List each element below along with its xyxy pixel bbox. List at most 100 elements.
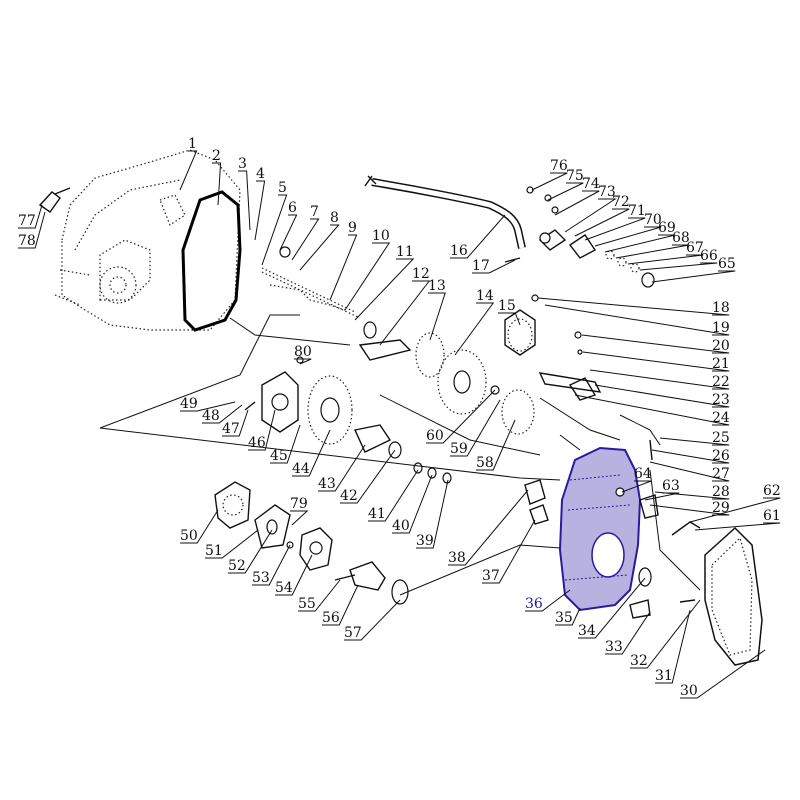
leader-line-15 — [498, 312, 521, 326]
leader-line-21 — [582, 351, 730, 372]
callout-79: 79 — [290, 496, 308, 512]
callout-24: 24 — [712, 410, 730, 426]
upper-right-small-parts — [526, 186, 655, 288]
leader-line-8 — [299, 224, 340, 271]
leader-line-40 — [392, 474, 433, 534]
callout-36: 36 — [525, 596, 543, 612]
callout-62: 62 — [763, 483, 781, 499]
leader-line-51 — [205, 529, 259, 559]
callout-9: 9 — [348, 220, 357, 236]
callout-34: 34 — [578, 623, 596, 639]
callout-64: 64 — [634, 466, 652, 482]
leader-line-24 — [574, 394, 730, 426]
leader-line-48 — [202, 404, 243, 424]
leader-line-16 — [450, 214, 506, 259]
disc-13 — [415, 332, 445, 378]
callout-73: 73 — [598, 184, 616, 200]
callout-80: 80 — [294, 344, 312, 360]
leader-line-79 — [290, 510, 309, 526]
callout-70: 70 — [644, 212, 662, 228]
leader-line-33 — [605, 611, 651, 655]
chain-16 — [364, 175, 526, 249]
callout-63: 63 — [662, 478, 680, 494]
gasket-outline — [181, 190, 242, 332]
callout-77: 77 — [18, 213, 36, 229]
leader-line-76 — [531, 172, 568, 191]
callout-16: 16 — [450, 243, 468, 259]
leader-line-61 — [694, 522, 781, 531]
leader-line-35 — [555, 607, 581, 626]
callout-33: 33 — [605, 639, 623, 655]
callout-32: 32 — [630, 653, 648, 669]
callout-57: 57 — [344, 625, 362, 641]
leader-line-22 — [589, 369, 730, 390]
leader-line-23 — [594, 384, 730, 408]
callout-18: 18 — [712, 300, 730, 316]
leader-line-47 — [222, 409, 249, 437]
callout-37: 37 — [482, 568, 500, 584]
leader-line-14 — [454, 302, 495, 356]
leader-line-32 — [630, 599, 701, 669]
callout-12: 12 — [412, 266, 430, 282]
callout-15: 15 — [498, 298, 516, 314]
callout-7: 7 — [310, 204, 319, 220]
callout-52: 52 — [228, 558, 246, 574]
callout-61: 61 — [763, 508, 781, 524]
callout-59: 59 — [450, 441, 468, 457]
leader-line-56 — [322, 584, 359, 626]
callout-43: 43 — [318, 476, 336, 492]
leader-line-68 — [615, 244, 690, 259]
leader-line-26 — [651, 449, 730, 464]
callout-20: 20 — [712, 338, 730, 354]
leader-line-11 — [354, 258, 415, 321]
leader-line-53 — [252, 544, 291, 586]
leader-line-18 — [537, 297, 730, 316]
leader-line-13 — [428, 292, 446, 341]
callout-47: 47 — [222, 421, 240, 437]
leader-line-31 — [655, 609, 691, 684]
callout-69: 69 — [658, 220, 676, 236]
callout-50: 50 — [180, 528, 198, 544]
callout-68: 68 — [672, 230, 690, 246]
leader-line-69 — [604, 234, 676, 253]
callout-2: 2 — [212, 148, 221, 164]
callout-75: 75 — [566, 168, 584, 184]
leader-line-3 — [238, 170, 251, 231]
leader-line-54 — [275, 554, 313, 596]
callout-72: 72 — [612, 194, 630, 210]
leader-line-4 — [254, 180, 266, 241]
callout-55: 55 — [298, 596, 316, 612]
leader-line-60 — [426, 389, 496, 444]
leader-line-1 — [179, 150, 198, 191]
callout-22: 22 — [712, 374, 730, 390]
leader-line-30 — [680, 649, 766, 699]
leader-line-19 — [544, 304, 730, 336]
side-cover-36-highlighted — [558, 446, 642, 612]
leader-line-43 — [318, 444, 366, 492]
leader-line-66 — [639, 262, 718, 271]
leader-line-70 — [594, 226, 662, 247]
clutch-parts — [244, 356, 535, 459]
leader-line-39 — [416, 479, 449, 549]
callout-78: 78 — [18, 233, 36, 249]
callout-49: 49 — [180, 396, 198, 412]
leader-line-78 — [18, 211, 46, 249]
leader-line-67 — [627, 254, 704, 265]
callout-40: 40 — [392, 518, 410, 534]
callout-44: 44 — [292, 461, 310, 477]
callout-17: 17 — [472, 258, 490, 274]
leader-line-49 — [180, 401, 236, 412]
leader-line-12 — [379, 280, 431, 346]
leader-line-75 — [547, 182, 584, 201]
callout-8: 8 — [330, 210, 339, 226]
callout-35: 35 — [555, 610, 573, 626]
leader-line-74 — [554, 190, 600, 216]
leader-line-42 — [340, 449, 396, 504]
callout-19: 19 — [712, 320, 730, 336]
right-cover — [671, 521, 763, 666]
callout-10: 10 — [372, 228, 390, 244]
callout-30: 30 — [680, 683, 698, 699]
callout-27: 27 — [712, 466, 730, 482]
callout-14: 14 — [476, 288, 494, 304]
leader-line-37 — [482, 519, 536, 584]
